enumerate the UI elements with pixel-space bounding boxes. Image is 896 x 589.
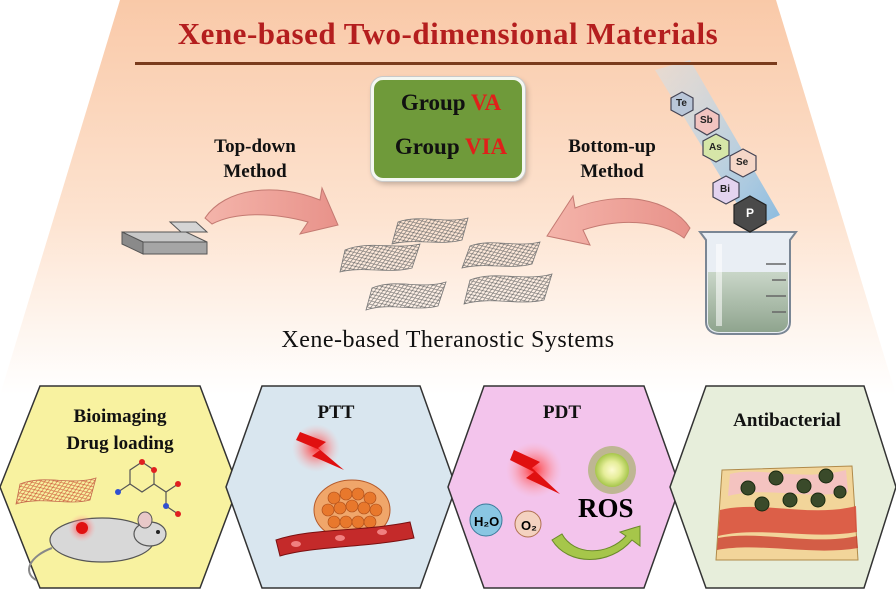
tissue-icon (715, 465, 859, 561)
group-va-label: Group VA (374, 90, 528, 116)
element-sb-icon (694, 107, 720, 136)
xene-nanosheets (339, 217, 553, 311)
mouse-icon (28, 511, 167, 581)
element-label: Sb (700, 115, 713, 126)
pdt-light-icon (506, 442, 562, 498)
element-as-icon (702, 133, 730, 163)
bottom-up-line2: Method (580, 161, 644, 182)
group-label-prefix: Group (394, 134, 465, 159)
top-down-method-label: Top-down Method (185, 134, 325, 184)
nanosheet-drug-icon (15, 477, 97, 505)
bulk-material-icon (121, 221, 209, 255)
group-va-highlight: VA (470, 90, 502, 115)
element-label: P (746, 206, 755, 220)
nanosheet (365, 281, 447, 311)
ptt-light-icon (292, 424, 344, 472)
blood-vessel-icon (275, 521, 415, 557)
ros-burst-icon (588, 446, 636, 494)
bottom-up-arrow (546, 194, 691, 246)
reaction-arrow-icon (551, 525, 641, 560)
top-down-arrow (204, 186, 339, 235)
tumor-cells-icon (313, 479, 391, 541)
o2-molecule-icon (514, 510, 542, 538)
ros-label: ROS (578, 493, 634, 523)
element-label: Bi (720, 184, 730, 195)
molecule-icon (115, 459, 181, 517)
group-label-prefix: Group (400, 90, 471, 115)
nanosheet (339, 243, 421, 273)
element-label: Te (676, 98, 687, 109)
title-divider (135, 62, 777, 65)
drug-loading-line: Drug loading (66, 433, 174, 454)
nanosheet (391, 217, 469, 245)
bottom-up-line1: Bottom-up (568, 136, 656, 157)
bacteria-icon (740, 468, 847, 512)
h2o-molecule-icon (469, 503, 503, 537)
beaker-icon (698, 231, 798, 335)
element-label: Se (736, 157, 749, 168)
h2o-label: H₂O (474, 514, 500, 529)
bottom-up-method-label: Bottom-up Method (538, 134, 686, 184)
o2-label: O₂ (521, 518, 537, 533)
pdt-label: PDT (543, 402, 581, 423)
element-se-icon (729, 148, 757, 178)
theranostic-subtitle: Xene-based Theranostic Systems (281, 327, 615, 353)
top-down-line2: Method (223, 161, 287, 182)
ptt-label: PTT (317, 402, 355, 423)
element-label: As (709, 142, 722, 153)
element-p-icon (733, 195, 767, 233)
diagram-title: Xene-based Two-dimensional Materials (177, 16, 719, 51)
group-via-highlight: VIA (464, 134, 508, 159)
nanosheet (463, 273, 553, 305)
nanosheet (461, 241, 541, 269)
antibacterial-label: Antibacterial (733, 410, 841, 431)
bioimaging-line1: Bioimaging (73, 406, 167, 427)
pdt-hexagon (447, 385, 681, 589)
element-te-icon (670, 91, 694, 117)
element-group-box: Group VA Group VIA (371, 77, 525, 181)
element-bi-icon (712, 175, 740, 205)
top-down-line1: Top-down (214, 136, 296, 157)
group-via-label: Group VIA (374, 134, 528, 160)
bioimaging-label: Bioimaging Drug loading (40, 403, 200, 457)
